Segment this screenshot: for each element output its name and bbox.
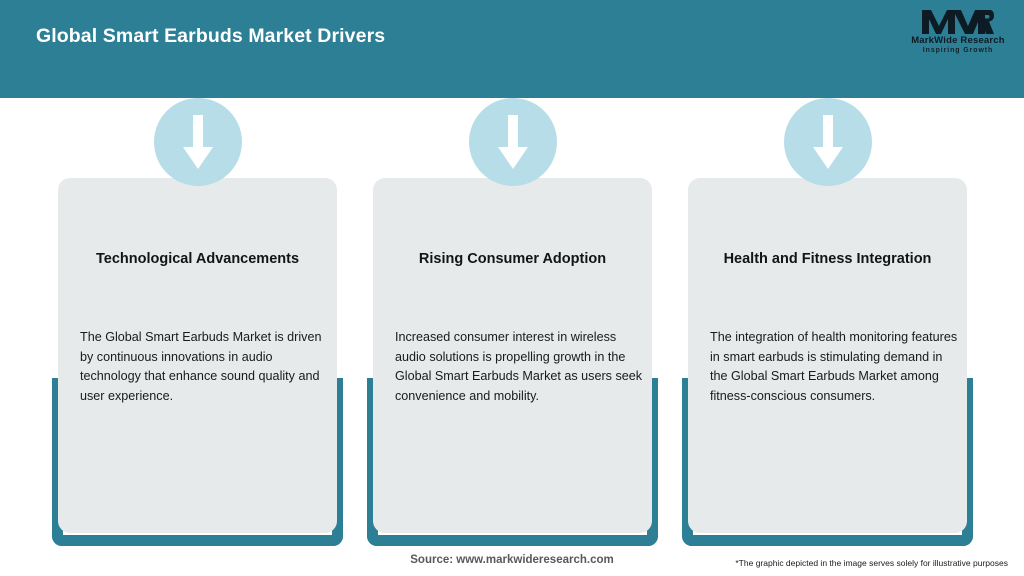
logo-company-name: MarkWide Research xyxy=(911,35,1005,46)
card-title: Technological Advancements xyxy=(95,251,300,267)
disclaimer-label: *The graphic depicted in the image serve… xyxy=(735,558,1008,568)
card-body-text: The integration of health monitoring fea… xyxy=(710,330,958,403)
card-panel: Rising Consumer Adoption Increased consu… xyxy=(373,178,652,533)
card-title: Health and Fitness Integration xyxy=(723,251,932,267)
driver-card-3: Health and Fitness Integration The integ… xyxy=(670,98,985,546)
driver-card-1: Technological Advancements The Global Sm… xyxy=(40,98,355,546)
card-panel: Health and Fitness Integration The integ… xyxy=(688,178,967,533)
card-body-text: The Global Smart Earbuds Market is drive… xyxy=(80,330,322,403)
card-accent-frame xyxy=(367,378,658,546)
page-header: Global Smart Earbuds Market Drivers Mark… xyxy=(0,0,1024,98)
logo-tagline: Inspiring Growth xyxy=(922,47,994,54)
page-title: Global Smart Earbuds Market Drivers xyxy=(36,25,386,47)
card-body-text: Increased consumer interest in wireless … xyxy=(395,330,643,403)
drivers-card-group: Technological Advancements The Global Sm… xyxy=(0,98,1024,546)
logo-mark-icon xyxy=(906,9,1010,35)
card-title: Rising Consumer Adoption xyxy=(418,251,607,267)
source-label: Source: www.markwideresearch.com xyxy=(410,554,614,566)
card-accent-frame xyxy=(52,378,343,546)
down-arrow-icon xyxy=(783,98,872,186)
card-panel: Technological Advancements The Global Sm… xyxy=(58,178,337,533)
company-logo: MarkWide Research Inspiring Growth xyxy=(906,9,1010,61)
card-accent-frame xyxy=(682,378,973,546)
down-arrow-icon xyxy=(468,98,557,186)
down-arrow-icon xyxy=(153,98,242,186)
driver-card-2: Rising Consumer Adoption Increased consu… xyxy=(355,98,670,546)
